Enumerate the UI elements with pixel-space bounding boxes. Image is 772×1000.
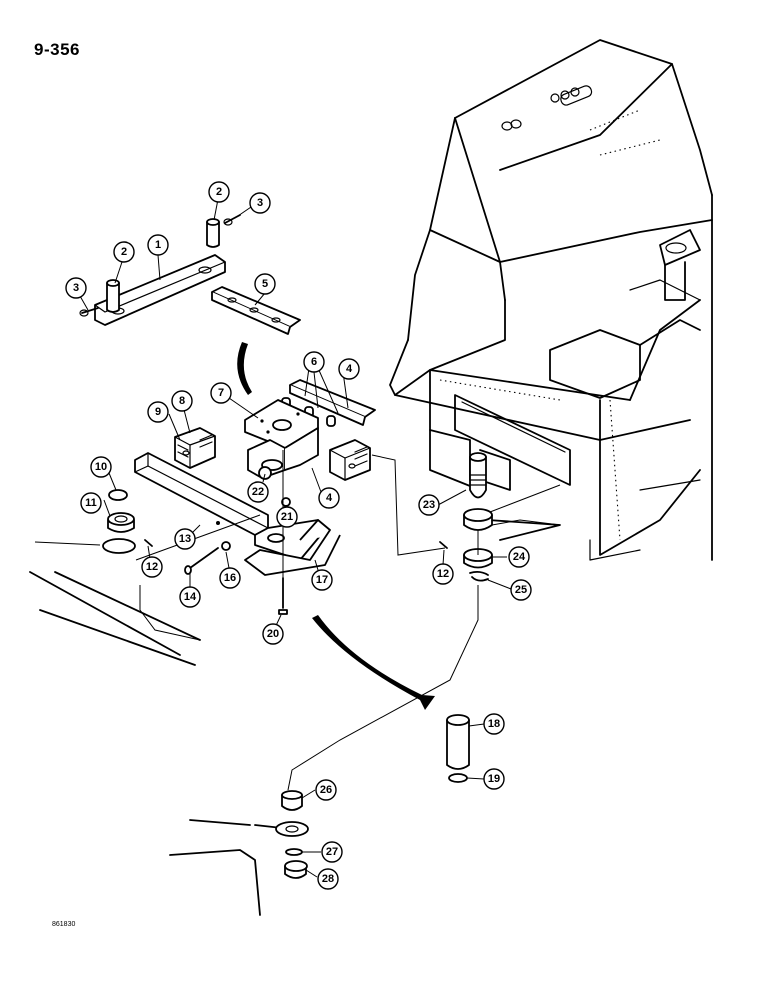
boom-outline	[29, 541, 201, 666]
svg-text:19: 19	[488, 773, 500, 785]
callout-4: 4	[338, 358, 360, 380]
svg-text:25: 25	[515, 584, 527, 596]
callout-4: 4	[318, 487, 340, 509]
svg-text:8: 8	[179, 395, 185, 407]
assembly-arrow	[237, 342, 252, 395]
svg-text:3: 3	[73, 282, 79, 294]
callout-6: 6	[303, 351, 325, 373]
callout-25: 25	[510, 579, 532, 601]
callout-20: 20	[262, 623, 284, 645]
link-bar-part	[94, 254, 226, 326]
callout-10: 10	[90, 456, 112, 478]
svg-text:7: 7	[218, 387, 224, 399]
callout-22: 22	[247, 481, 269, 503]
callout-21: 21	[276, 506, 298, 528]
plate-part	[211, 286, 301, 335]
callout-26: 26	[315, 779, 337, 801]
svg-text:2: 2	[121, 246, 127, 258]
callout-19: 19	[483, 768, 505, 790]
svg-text:11: 11	[85, 497, 97, 509]
svg-text:3: 3	[257, 197, 263, 209]
hitch-arm-part	[134, 452, 341, 576]
callout-27: 27	[321, 841, 343, 863]
svg-text:1: 1	[155, 239, 161, 251]
svg-text:20: 20	[267, 628, 279, 640]
svg-text:17: 17	[316, 574, 328, 586]
callout-5: 5	[254, 273, 276, 295]
machine-frame	[389, 39, 713, 561]
callout-11: 11	[80, 492, 102, 514]
callout-24: 24	[508, 546, 530, 568]
svg-text:6: 6	[311, 356, 317, 368]
bushing-part	[102, 489, 136, 554]
pin-18-part	[446, 714, 470, 783]
callout-1: 1	[147, 234, 169, 256]
svg-text:2: 2	[216, 186, 222, 198]
svg-text:21: 21	[281, 511, 293, 523]
set-screw-part	[144, 539, 448, 549]
callout-2: 2	[208, 181, 230, 203]
assembly-arrow	[312, 615, 435, 710]
svg-text:10: 10	[95, 461, 107, 473]
bolt-part	[184, 466, 291, 615]
callout-16: 16	[219, 567, 241, 589]
callout-13: 13	[174, 528, 196, 550]
callout-3: 3	[249, 192, 271, 214]
svg-text:26: 26	[320, 784, 332, 796]
page-number: 9-356	[34, 40, 80, 59]
svg-text:28: 28	[322, 873, 334, 885]
callout-12: 12	[432, 563, 454, 585]
svg-text:14: 14	[184, 591, 197, 603]
callout-7: 7	[210, 382, 232, 404]
spacer-bar-part	[281, 379, 376, 427]
callout-18: 18	[483, 713, 505, 735]
callouts: 1 2 2 3 3 5 6 4 7 8 9 10 11 22 4 21 13 1…	[65, 181, 532, 890]
svg-text:22: 22	[252, 486, 264, 498]
svg-text:12: 12	[146, 561, 158, 573]
pin-part	[106, 218, 220, 313]
svg-text:4: 4	[346, 363, 353, 375]
callout-28: 28	[317, 868, 339, 890]
callout-23: 23	[418, 494, 440, 516]
callout-8: 8	[171, 390, 193, 412]
svg-text:13: 13	[179, 533, 191, 545]
callout-14: 14	[179, 586, 201, 608]
figure-code: 861830	[52, 921, 76, 928]
rubber-block-part	[174, 427, 371, 481]
svg-text:5: 5	[262, 278, 268, 290]
svg-text:24: 24	[513, 551, 526, 563]
svg-text:18: 18	[488, 718, 500, 730]
callout-9: 9	[147, 401, 169, 423]
svg-text:23: 23	[423, 499, 435, 511]
svg-text:4: 4	[326, 492, 333, 504]
svg-text:9: 9	[155, 406, 161, 418]
svg-text:12: 12	[437, 568, 449, 580]
pivot-pin-part	[463, 452, 493, 531]
callout-12: 12	[141, 556, 163, 578]
callout-17: 17	[311, 569, 333, 591]
svg-text:16: 16	[224, 572, 236, 584]
callout-2: 2	[113, 241, 135, 263]
callout-3: 3	[65, 277, 87, 299]
lower-fasteners-part	[275, 790, 309, 879]
svg-text:27: 27	[326, 846, 338, 858]
bracket-part	[244, 399, 319, 479]
